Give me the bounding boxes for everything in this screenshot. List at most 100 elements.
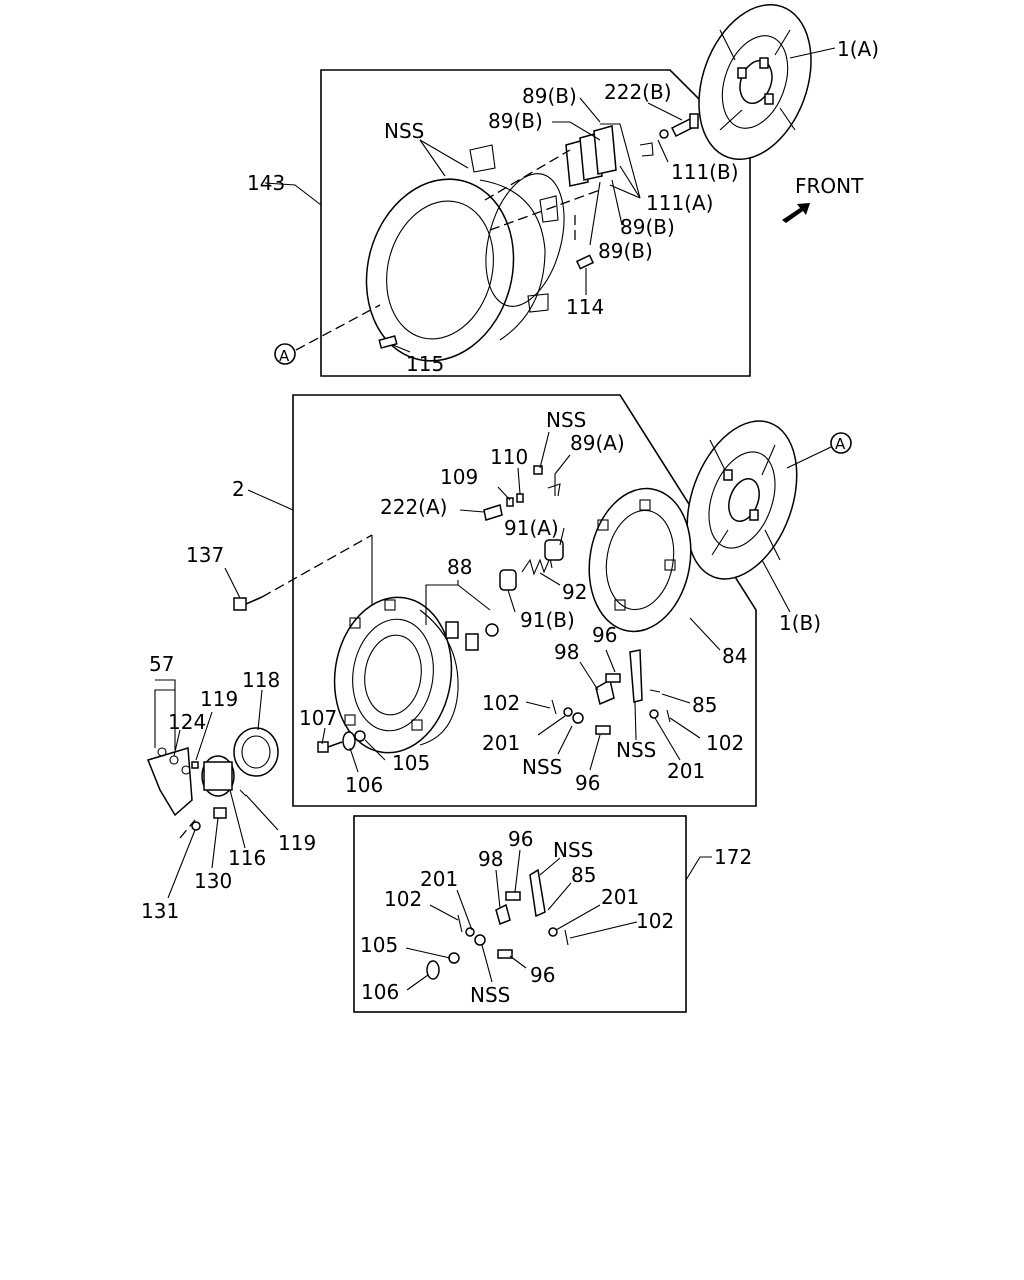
pin-115 — [378, 335, 398, 349]
label-124: 124 — [168, 710, 206, 734]
label-172: 172 — [714, 845, 752, 869]
label-137: 137 — [186, 543, 224, 567]
label-106-2: 106 — [361, 980, 399, 1004]
label-89b-3: 89(B) — [620, 215, 675, 239]
label-201-1: 201 — [482, 731, 520, 755]
label-1a: 1(A) — [837, 37, 879, 61]
label-96-2: 96 — [575, 771, 600, 795]
clip-89a — [547, 483, 561, 497]
label-96-4: 96 — [530, 963, 555, 987]
label-119-2: 119 — [278, 831, 316, 855]
sleeve-91b — [499, 569, 517, 591]
label-nss-3: NSS — [522, 755, 562, 779]
leader-a-mid — [786, 446, 832, 469]
label-89b-4: 89(B) — [598, 239, 653, 263]
assembly-line-131 — [179, 819, 196, 839]
leader-lines — [154, 47, 836, 991]
clip-119 — [191, 761, 199, 769]
label-nss-1: NSS — [384, 119, 424, 143]
label-front: FRONT — [795, 174, 864, 198]
label-107: 107 — [299, 706, 337, 730]
assembly-line-a-top — [295, 304, 381, 351]
label-201-4: 201 — [601, 885, 639, 909]
label-1b: 1(B) — [779, 611, 821, 635]
box-2-clutch-cover-assembly — [292, 394, 757, 807]
release-fork-57 — [146, 747, 193, 817]
label-89a: 89(A) — [570, 431, 625, 455]
label-102-2: 102 — [706, 731, 744, 755]
clutch-cover-2 — [333, 596, 459, 754]
label-nss-5: NSS — [553, 838, 593, 862]
nss-small-part — [533, 465, 543, 475]
label-96-1: 96 — [592, 623, 617, 647]
assembly-line-137 — [261, 534, 373, 598]
label-102-4: 102 — [636, 909, 674, 933]
label-85-1: 85 — [692, 693, 717, 717]
label-96-3: 96 — [508, 827, 533, 851]
bolt-222a — [483, 504, 503, 521]
label-88: 88 — [447, 555, 472, 579]
label-98-2: 98 — [478, 847, 503, 871]
box-172-lever-kit — [353, 815, 687, 1013]
label-111b: 111(B) — [671, 160, 739, 184]
reference-a-marker-mid — [830, 432, 852, 454]
label-57: 57 — [149, 652, 174, 676]
label-a-top: A — [279, 347, 290, 365]
label-89b-2: 89(B) — [488, 109, 543, 133]
front-arrow-icon — [782, 203, 810, 223]
label-105-2: 105 — [360, 933, 398, 957]
washer-109 — [506, 497, 514, 507]
label-nss-2: NSS — [546, 408, 586, 432]
sleeve-91a — [544, 539, 564, 561]
label-130: 130 — [194, 869, 232, 893]
washer-111b — [659, 129, 669, 139]
label-nss-6: NSS — [470, 983, 510, 1007]
clutch-cover-housing — [365, 144, 565, 362]
label-114: 114 — [566, 295, 604, 319]
assembly-line-143-a — [484, 149, 571, 201]
bolt-222b — [670, 113, 699, 138]
nut-105 — [354, 730, 366, 742]
label-110: 110 — [490, 445, 528, 469]
label-201-3: 201 — [420, 867, 458, 891]
plate-106 — [342, 731, 356, 751]
label-102-1: 102 — [482, 691, 520, 715]
bolt-107 — [317, 741, 343, 753]
label-222b: 222(B) — [604, 80, 672, 104]
label-a-mid: A — [835, 435, 846, 453]
label-131: 131 — [141, 899, 179, 923]
reference-a-marker-top — [274, 343, 296, 365]
lever-kit-parts — [426, 868, 569, 980]
bearing-118 — [233, 727, 279, 777]
bolt-130 — [213, 807, 227, 819]
label-92: 92 — [562, 580, 587, 604]
pressure-plate-84 — [588, 487, 692, 633]
bolt-137 — [233, 596, 263, 611]
clip-111a — [639, 142, 654, 157]
assembly-line-143-b — [489, 189, 601, 231]
label-85-2: 85 — [571, 863, 596, 887]
label-84: 84 — [722, 644, 747, 668]
label-102-3: 102 — [384, 887, 422, 911]
label-91a: 91(A) — [504, 516, 559, 540]
label-98-1: 98 — [554, 640, 579, 664]
cover-retainer-plates — [565, 125, 617, 187]
label-222a: 222(A) — [380, 495, 447, 519]
label-201-2: 201 — [667, 759, 705, 783]
label-118: 118 — [242, 668, 280, 692]
label-119-1: 119 — [200, 687, 238, 711]
label-91b: 91(B) — [520, 608, 575, 632]
clip-119-lower — [239, 789, 247, 797]
bolt-131 — [191, 821, 201, 831]
label-105-1: 105 — [392, 751, 430, 775]
release-lever-parts — [551, 649, 671, 735]
label-143: 143 — [247, 171, 285, 195]
label-106-1: 106 — [345, 773, 383, 797]
label-nss-4: NSS — [616, 738, 656, 762]
label-116: 116 — [228, 846, 266, 870]
clutch-disc-1a — [698, 3, 812, 161]
sleeve-116 — [201, 755, 235, 797]
label-109: 109 — [440, 465, 478, 489]
washer-110 — [516, 493, 524, 503]
